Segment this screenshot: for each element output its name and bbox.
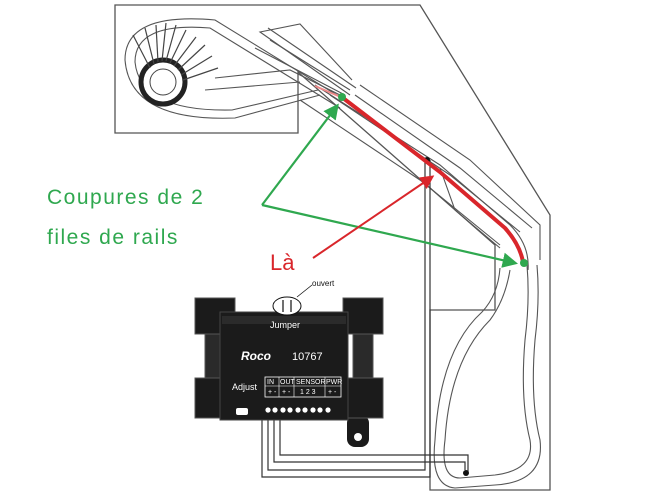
jumper-state-label: ouvert: [312, 279, 335, 288]
terminal-pin[interactable]: [302, 407, 308, 413]
green-arrow-to-bottom-gap: [261, 203, 519, 268]
terminal-pin[interactable]: [325, 407, 331, 413]
port-in-pins: + -: [268, 389, 277, 396]
cuts-label-line1: Coupures de 2: [47, 186, 204, 209]
rail-gap-bottom: [520, 259, 528, 267]
terminal-pin[interactable]: [317, 407, 323, 413]
adjust-trimmer[interactable]: [236, 408, 248, 415]
cuts-label-line2: files de rails: [47, 226, 179, 249]
port-pwr-pins: + -: [328, 389, 337, 396]
green-arrow-to-top-gap: [261, 103, 339, 206]
turntable: [132, 22, 219, 107]
module-mounting-foot: [347, 415, 369, 447]
layout-board-outline: [114, 4, 551, 491]
upper-track-loop: [124, 18, 357, 119]
here-label: Là: [270, 250, 295, 275]
roco-module: ouvert Jumper Roco 10767 Adjust IN OUT S…: [194, 279, 384, 447]
port-sensor-pins: 1 2 3: [300, 389, 316, 396]
port-sensor-label: SENSOR: [296, 379, 326, 386]
port-out-pins: + -: [282, 389, 291, 396]
model-number: 10767: [292, 351, 323, 363]
isolated-section: [341, 96, 525, 264]
brand-logo: Roco: [241, 349, 271, 363]
terminal-pin[interactable]: [295, 407, 301, 413]
rail-gap-top: [338, 93, 346, 101]
terminal-pin[interactable]: [310, 407, 316, 413]
port-pwr-label: PWR: [326, 379, 342, 386]
port-out-label: OUT: [280, 379, 296, 386]
terminal-pin[interactable]: [287, 407, 293, 413]
terminal-pin[interactable]: [280, 407, 286, 413]
terminal-pin[interactable]: [272, 407, 278, 413]
adjust-label: Adjust: [232, 382, 258, 392]
module-body: [219, 311, 349, 421]
port-table: IN OUT SENSOR PWR + - + - 1 2 3 + -: [264, 376, 342, 398]
wire-junction-bottom: [463, 470, 469, 476]
terminal-strip: [265, 407, 331, 413]
jumper-label: Jumper: [270, 320, 300, 330]
terminal-pin[interactable]: [265, 407, 271, 413]
feeder-wires: [261, 158, 469, 478]
jumper-connector[interactable]: [272, 296, 302, 316]
port-in-label: IN: [267, 379, 274, 386]
lower-return-loop: [433, 264, 541, 489]
red-arrow-to-section: [312, 175, 435, 259]
